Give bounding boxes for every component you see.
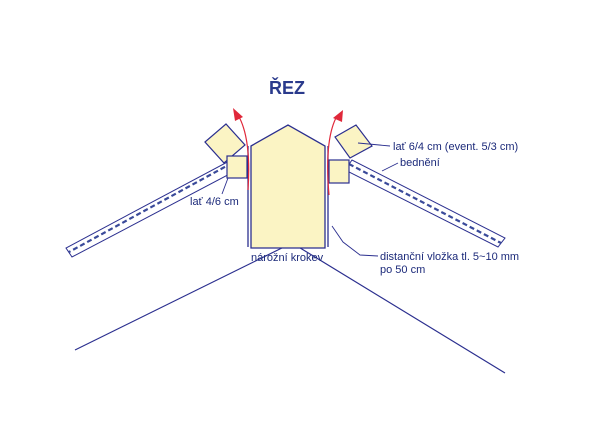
label-bedneni: bednění xyxy=(400,157,440,169)
label-lat-6-4: lať 6/4 cm (event. 5/3 cm) xyxy=(393,141,518,153)
leader-lat-right xyxy=(357,142,391,147)
leader-bedneni xyxy=(381,162,399,172)
right-batten-6-4 xyxy=(334,124,373,159)
label-distancni-vlozka: distanční vložka tl. 5~10 mm xyxy=(380,251,519,263)
section-title: ŘEZ xyxy=(269,77,305,98)
right-roof-slope xyxy=(344,159,506,248)
label-narozni-krokev: nárožní krokev xyxy=(251,252,324,264)
left-batten-4-6 xyxy=(226,155,248,179)
leader-lat-left xyxy=(221,177,229,195)
leader-vlozka xyxy=(331,225,379,257)
left-roof-slope xyxy=(65,158,242,258)
label-lat-4-6: lať 4/6 cm xyxy=(190,196,239,208)
left-batten-6-4 xyxy=(204,123,246,164)
ventilation-arrow-right-icon xyxy=(327,110,343,196)
right-batten-4-6 xyxy=(328,159,350,184)
hip-rafter xyxy=(250,124,326,249)
label-distancni-vlozka-spacing: po 50 cm xyxy=(380,264,425,276)
ventilation-arrow-left-icon xyxy=(233,108,250,191)
